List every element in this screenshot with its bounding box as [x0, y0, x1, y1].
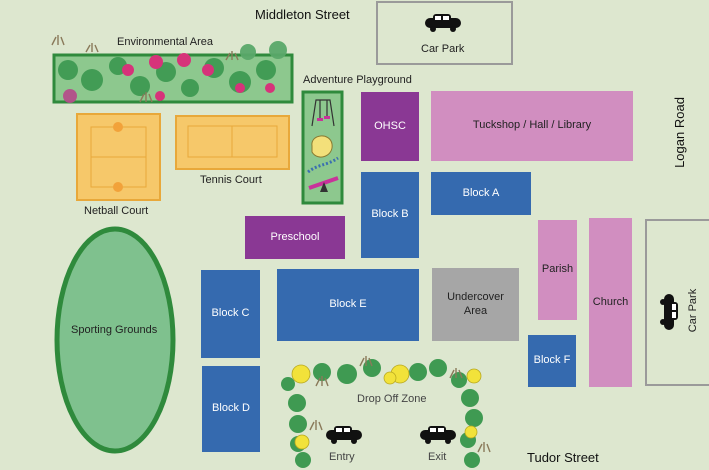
building-block-a: Block A: [431, 172, 531, 215]
tudor-street-label: Tudor Street: [527, 450, 599, 465]
logan-road-label: Logan Road: [671, 97, 687, 168]
car-icon: [425, 14, 461, 32]
climbing-bridge-icon: [307, 156, 339, 174]
sporting-grounds-oval: [54, 226, 176, 454]
tennis-court-label: Tennis Court: [200, 174, 262, 186]
yellow-flowers-icon: [291, 364, 482, 450]
building-block-e: Block E: [277, 269, 419, 341]
building-block-f: Block F: [528, 335, 576, 387]
car-park-right-label: Car Park: [687, 288, 700, 333]
building-church: Church: [589, 218, 632, 387]
undercover-label-line2: Area: [463, 304, 488, 317]
netball-court-label: Netball Court: [84, 205, 149, 217]
adventure-playground-label: Adventure Playground: [303, 74, 412, 86]
environmental-area-label: Environmental Area: [117, 36, 213, 48]
car-park-top-area: [376, 1, 513, 65]
swing-icon: [311, 99, 335, 127]
undercover-label-line1: Undercover: [447, 290, 504, 303]
garden-border-shrubs-icon: [281, 359, 483, 468]
building-parish: Parish: [538, 220, 577, 320]
shrubs-icon: [58, 41, 287, 103]
entry-label: Entry: [329, 451, 355, 463]
building-block-c: Block C: [201, 270, 260, 358]
car-park-top-label: Car Park: [421, 43, 465, 55]
building-tuckshop-hall-library: Tuckshop / Hall / Library: [431, 91, 633, 161]
building-preschool: Preschool: [245, 216, 345, 259]
middleton-street-label: Middleton Street: [255, 7, 350, 22]
sporting-grounds-label: Sporting Grounds: [71, 324, 158, 336]
car-icon: [326, 426, 362, 444]
grass-tufts-icon: [309, 356, 491, 453]
building-undercover-area: Undercover Area: [432, 268, 519, 341]
car-icon: [420, 426, 456, 444]
sandpit-icon: [311, 135, 333, 158]
car-icon: [660, 294, 678, 330]
exit-label: Exit: [428, 451, 447, 463]
drop-off-zone-label: Drop Off Zone: [357, 393, 427, 405]
building-block-b: Block B: [361, 172, 419, 258]
seesaw-icon: [308, 176, 339, 192]
car-park-right-area: [645, 219, 709, 386]
building-ohsc: OHSC: [361, 92, 419, 161]
grass-tufts-icon: [51, 35, 239, 103]
flowers-icon: [122, 53, 275, 101]
building-block-d: Block D: [202, 366, 260, 452]
